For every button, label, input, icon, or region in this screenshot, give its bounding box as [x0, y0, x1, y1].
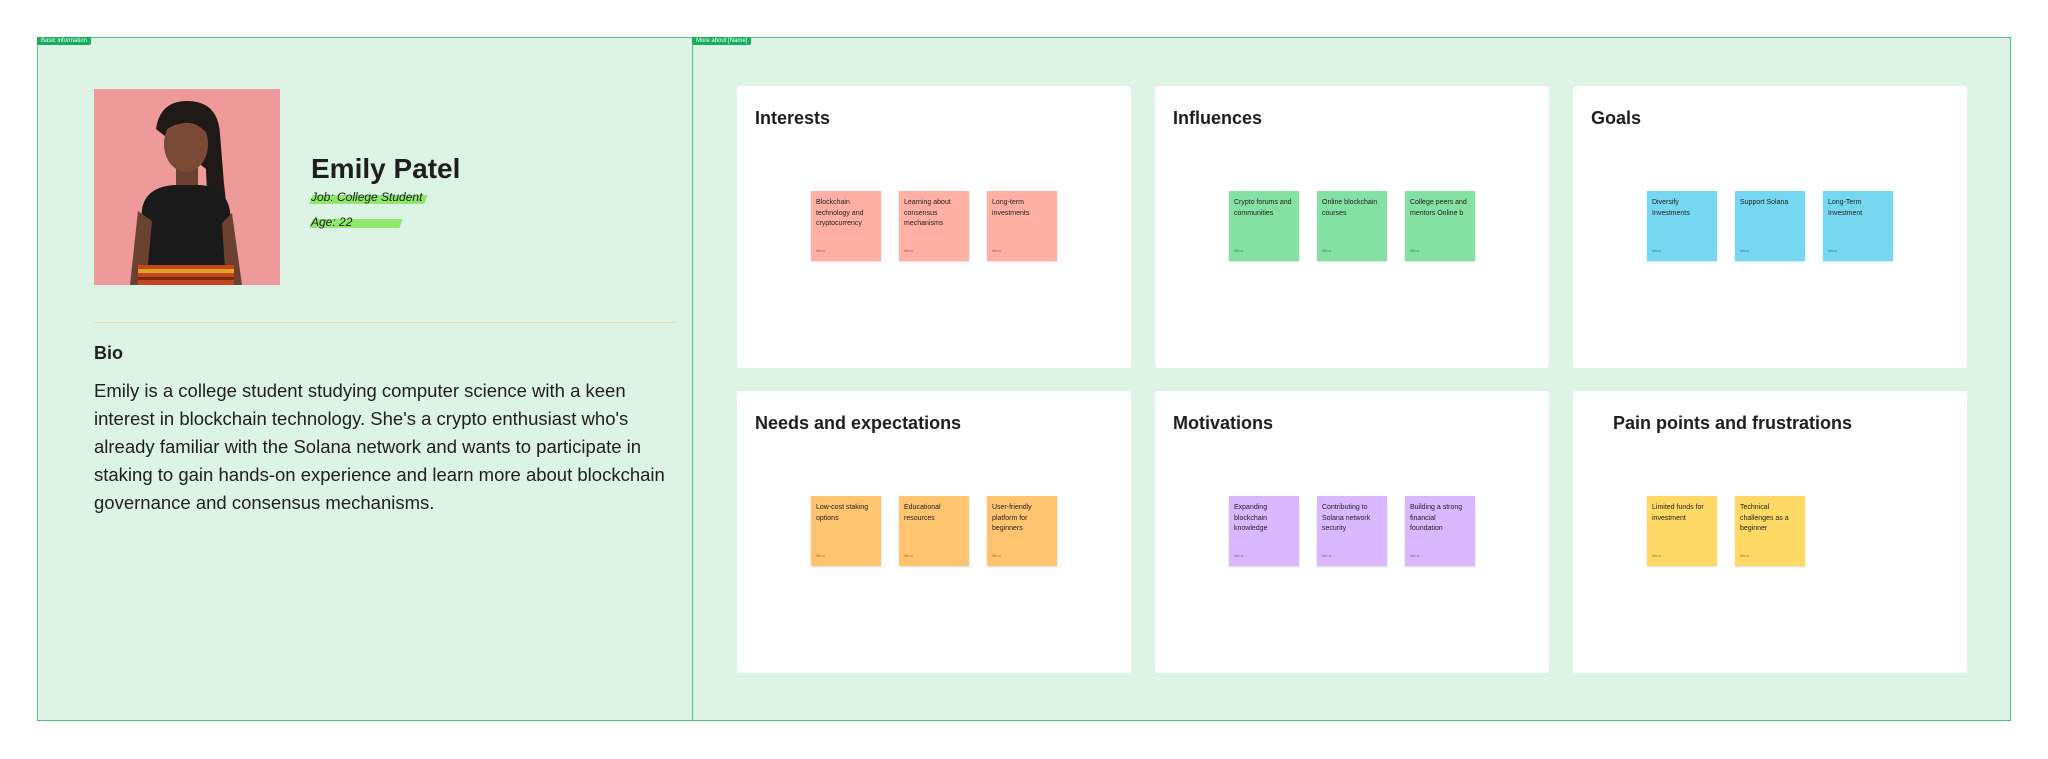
sticky-note[interactable]: Long-term investments Mirro [987, 191, 1057, 261]
sticky-note[interactable]: Technical challenges as a beginner Mirro [1735, 496, 1805, 566]
sticky-note[interactable]: User-friendly platform for beginners Mir… [987, 496, 1057, 566]
sticky-note-author: Mirro [992, 247, 1002, 253]
card-title: Pain points and frustrations [1613, 413, 1853, 433]
sticky-note[interactable]: Learning about consensus mechanisms Mirr… [899, 191, 969, 261]
sticky-note-text: Long-Term Investment [1828, 199, 1863, 217]
card-interests[interactable]: Interests Blockchain technology and cryp… [737, 86, 1131, 368]
sticky-note-text: Contributing to Solana network security [1322, 504, 1371, 532]
persona-age: Age: 22 [311, 215, 353, 229]
basic-information-frame[interactable]: Basic information Emily Patel Job: Colle… [37, 37, 693, 721]
sticky-note-author: Mirro [1322, 552, 1332, 558]
sticky-note-text: Long-term investments [992, 199, 1030, 217]
more-about-frame[interactable]: More about [Name] Interests Blockchain t… [692, 37, 2011, 721]
sticky-note[interactable]: Low-cost staking options Mirro [811, 496, 881, 566]
sticky-note-group: Diversify Investments Mirro Support Sola… [1647, 191, 1893, 261]
sticky-note-text: Diversify Investments [1652, 199, 1690, 217]
card-pain-points[interactable]: Pain points and frustrations Limited fun… [1573, 391, 1967, 673]
sticky-note-author: Mirro [1652, 552, 1662, 558]
card-title: Motivations [1173, 413, 1274, 433]
sticky-note-text: Limited funds for investment [1652, 504, 1704, 522]
card-title: Interests [755, 108, 831, 128]
sticky-note[interactable]: Expanding blockchain knowledge Mirro [1229, 496, 1299, 566]
card-influences[interactable]: Influences Crypto forums and communities… [1155, 86, 1549, 368]
sticky-note[interactable]: Long-Term Investment Mirro [1823, 191, 1893, 261]
section-divider [94, 322, 677, 323]
sticky-note-text: Low-cost staking options [816, 504, 869, 522]
sticky-note-author: Mirro [1740, 247, 1750, 253]
sticky-note-author: Mirro [816, 247, 826, 253]
card-title: Influences [1173, 108, 1263, 128]
sticky-note[interactable]: Crypto forums and communities Mirro [1229, 191, 1299, 261]
sticky-note[interactable]: College peers and mentors Online b Mirro [1405, 191, 1475, 261]
sticky-note-author: Mirro [1740, 552, 1750, 558]
sticky-note-text: Technical challenges as a beginner [1740, 504, 1789, 532]
sticky-note-author: Mirro [1234, 247, 1244, 253]
sticky-note-author: Mirro [904, 552, 914, 558]
sticky-note[interactable]: Educational resources Mirro [899, 496, 969, 566]
sticky-note-author: Mirro [1234, 552, 1244, 558]
sticky-note-text: Building a strong financial foundation [1410, 504, 1463, 532]
sticky-note-text: Blockchain technology and cryptocurrency [816, 199, 864, 227]
sticky-note[interactable]: Contributing to Solana network security … [1317, 496, 1387, 566]
sticky-note-group: Expanding blockchain knowledge Mirro Con… [1229, 496, 1475, 566]
persona-job: Job: College Student [311, 190, 423, 204]
sticky-note-text: User-friendly platform for beginners [992, 504, 1032, 532]
card-motivations[interactable]: Motivations Expanding blockchain knowled… [1155, 391, 1549, 673]
sticky-note-author: Mirro [904, 247, 914, 253]
bio-title: Bio [94, 343, 123, 363]
sticky-note-text: Educational resources [904, 504, 941, 522]
sticky-note-author: Mirro [992, 552, 1002, 558]
sticky-note[interactable]: Support Solana Mirro [1735, 191, 1805, 261]
bio-text: Emily is a college student studying comp… [94, 380, 665, 513]
card-needs-and-expectations[interactable]: Needs and expectations Low-cost staking … [737, 391, 1131, 673]
profile-photo [94, 89, 280, 285]
sticky-note-group: Limited funds for investment Mirro Techn… [1647, 496, 1805, 566]
card-title: Goals [1591, 108, 1642, 128]
sticky-note[interactable]: Blockchain technology and cryptocurrency… [811, 191, 881, 261]
sticky-note-text: College peers and mentors Online b [1410, 199, 1467, 217]
sticky-note-group: Low-cost staking options Mirro Education… [811, 496, 1057, 566]
sticky-note-text: Learning about consensus mechanisms [904, 199, 951, 227]
sticky-note-author: Mirro [1410, 552, 1420, 558]
sticky-note-text: Crypto forums and communities [1234, 199, 1292, 217]
sticky-note-author: Mirro [1410, 247, 1420, 253]
sticky-note-group: Blockchain technology and cryptocurrency… [811, 191, 1057, 261]
sticky-note[interactable]: Online blockchain courses Mirro [1317, 191, 1387, 261]
sticky-note-author: Mirro [1652, 247, 1662, 253]
sticky-note-author: Mirro [816, 552, 826, 558]
sticky-note[interactable]: Limited funds for investment Mirro [1647, 496, 1717, 566]
sticky-note-author: Mirro [1828, 247, 1838, 253]
sticky-note[interactable]: Building a strong financial foundation M… [1405, 496, 1475, 566]
card-goals[interactable]: Goals Diversify Investments Mirro Suppor… [1573, 86, 1967, 368]
sticky-note[interactable]: Diversify Investments Mirro [1647, 191, 1717, 261]
sticky-note-text: Support Solana [1740, 199, 1789, 206]
frame-label[interactable]: Basic information [37, 37, 92, 45]
sticky-note-author: Mirro [1322, 247, 1332, 253]
sticky-note-group: Crypto forums and communities Mirro Onli… [1229, 191, 1475, 261]
sticky-note-text: Online blockchain courses [1322, 199, 1378, 217]
frame-label[interactable]: More about [Name] [692, 37, 752, 45]
card-title: Needs and expectations [755, 413, 962, 433]
persona-name: Emily Patel [311, 153, 461, 184]
sticky-note-text: Expanding blockchain knowledge [1234, 504, 1268, 532]
